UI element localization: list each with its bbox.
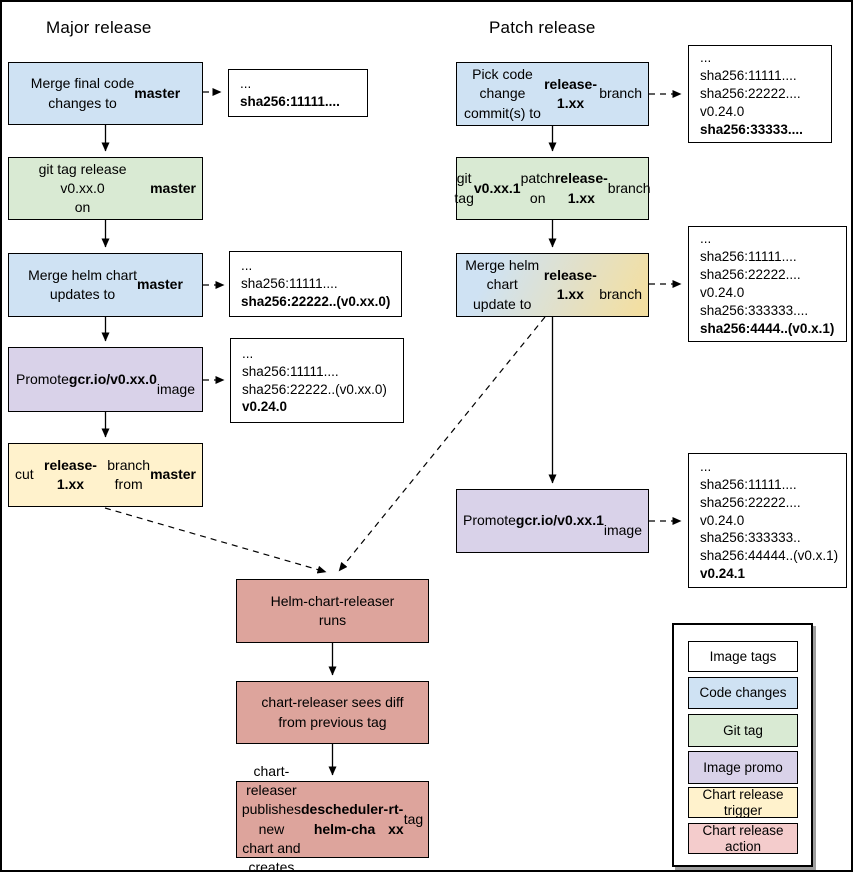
legend-item-chart-release-action: Chart release action <box>688 823 798 854</box>
annotation-text: ...sha256:11111....sha256:22222....v0.24… <box>700 50 803 137</box>
annotation-text: ...sha256:11111....sha256:22222..(v0.xx.… <box>242 345 387 415</box>
major-image-tags-annotation-3: ...sha256:11111....sha256:22222..(v0.xx.… <box>230 338 404 423</box>
legend-item-code-changes: Code changes <box>688 677 798 709</box>
legend-item-chart-release-trigger: Chart release trigger <box>688 787 798 818</box>
patch-image-tags-annotation-2: ...sha256:11111....sha256:22222....v0.24… <box>688 226 847 342</box>
annotation-text: ...sha256:11111....sha256:22222....v0.24… <box>700 458 839 582</box>
legend-item-image-tags: Image tags <box>688 641 798 672</box>
dashed-arrow-cut-branch-to-releaser <box>104 507 327 574</box>
major-image-tags-annotation-2: ...sha256:11111....sha256:22222..(v0.xx.… <box>229 251 402 317</box>
major-image-tags-annotation-1: ...sha256:11111.... <box>228 69 368 117</box>
patch-image-tags-annotation-3: ...sha256:11111....sha256:22222....v0.24… <box>688 453 847 588</box>
annotation-text: ...sha256:11111....sha256:22222..(v0.xx.… <box>241 258 391 309</box>
patch-image-tags-annotation-1: ...sha256:11111....sha256:22222....v0.24… <box>688 45 832 143</box>
legend-item-git-tag: Git tag <box>688 714 798 747</box>
major-release-title: Major release <box>46 18 152 37</box>
legend: Image tags Code changes Git tag Image pr… <box>672 623 813 867</box>
patch-release-title: Patch release <box>489 18 596 37</box>
legend-item-image-promo: Image promo <box>688 751 798 784</box>
annotation-text: ...sha256:11111....sha256:22222....v0.24… <box>700 231 835 336</box>
annotation-text: ...sha256:11111.... <box>240 76 340 109</box>
